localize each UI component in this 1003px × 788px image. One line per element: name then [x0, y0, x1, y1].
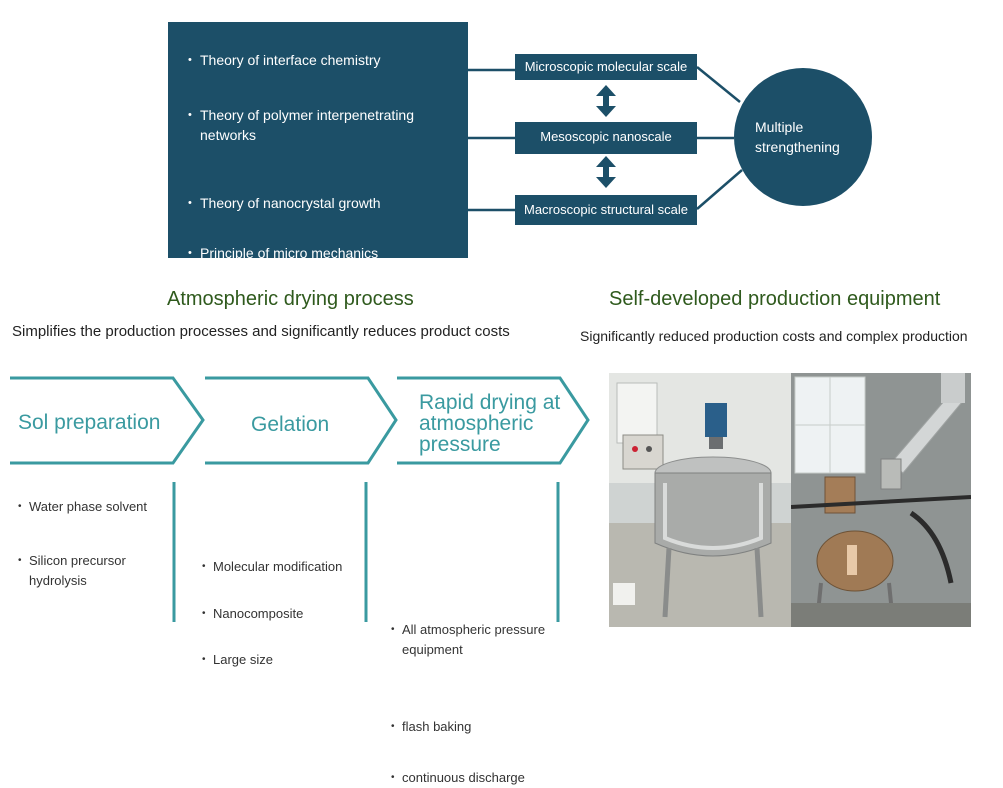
scale-microscopic: Microscopic molecular scale [515, 54, 697, 80]
double-arrow-icon [596, 156, 616, 188]
theory-item: Theory of nanocrystal growth [188, 193, 460, 213]
chevron-step-3 [397, 376, 590, 465]
scale-mesoscopic: Mesoscopic nanoscale [515, 122, 697, 154]
theory-item: Theory of polymer interpenetrating netwo… [188, 105, 460, 145]
equipment-photo-1 [609, 373, 791, 627]
chevron-step-1 [10, 376, 205, 465]
right-section-title: Self-developed production equipment [609, 288, 941, 310]
theory-item: Theory of interface chemistry [188, 50, 460, 70]
right-section-subtitle: Significantly reduced production costs a… [580, 328, 968, 344]
list-item: Nanocomposite [202, 604, 373, 624]
theory-list: Theory of interface chemistry Theory of … [188, 22, 448, 331]
connector-line [696, 66, 741, 103]
list-item: Large size [202, 650, 373, 670]
theory-item: Research on interface and interface inte… [188, 293, 460, 333]
list-item: continuous discharge [391, 768, 562, 788]
theory-item: Principle of micro mechanics [188, 243, 460, 263]
double-arrow-icon [596, 85, 616, 117]
step-label-drying: Rapid drying at atmospheric pressure [419, 391, 561, 456]
scale-macroscopic: Macroscopic structural scale [515, 195, 697, 225]
list-item: Molecular modification [202, 557, 373, 577]
left-section-subtitle: Simplifies the production processes and … [12, 323, 510, 340]
list-item: All atmospheric pressure equipment [391, 620, 567, 660]
list-item: flash baking [391, 717, 562, 737]
equipment-photo-2 [791, 373, 971, 627]
outcome-circle: Multiple strengthening [734, 68, 872, 206]
list-item: Silicon precursor hydrolysis [18, 551, 159, 591]
outcome-label: Multiple strengthening [755, 119, 840, 155]
step-label-gelation: Gelation [251, 413, 330, 436]
connector-line [696, 169, 743, 210]
theory-box: Theory of interface chemistry Theory of … [168, 22, 468, 331]
chevron-step-2 [205, 376, 398, 465]
step-label-sol: Sol preparation [18, 411, 161, 434]
list-item: Water phase solvent [18, 497, 179, 517]
connector-lines [468, 66, 743, 212]
left-section-title: Atmospheric drying process [167, 288, 414, 310]
